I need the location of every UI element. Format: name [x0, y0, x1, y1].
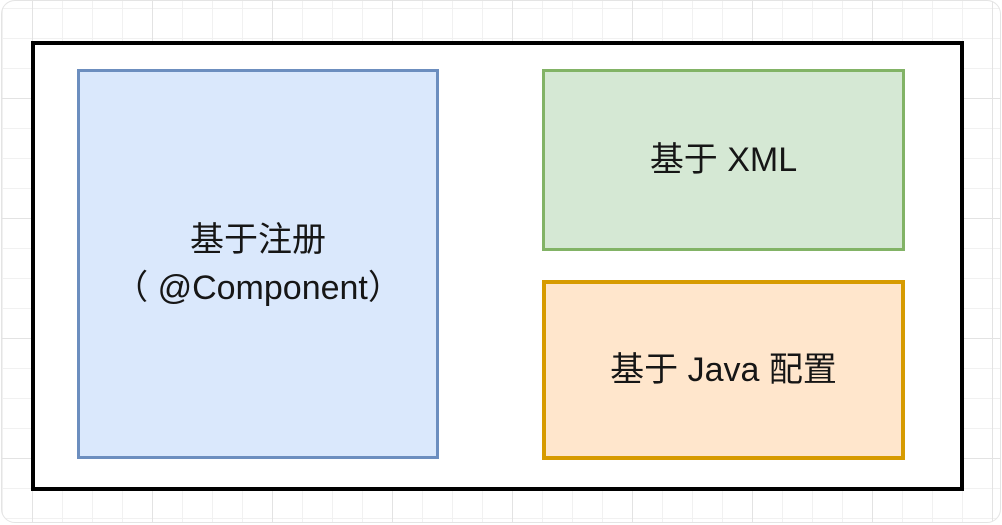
- shape-based-on-xml-label: 基于 XML: [649, 141, 798, 179]
- label-line-1: 基于注册: [190, 221, 326, 259]
- shape-based-on-xml[interactable]: 基于 XML: [542, 69, 905, 251]
- label-line-2: （ @Component）: [114, 269, 402, 307]
- shape-based-on-java-config[interactable]: 基于 Java 配置: [542, 280, 905, 460]
- shape-based-on-annotation[interactable]: 基于注册 （ @Component）: [77, 69, 439, 459]
- shape-based-on-java-config-label: 基于 Java 配置: [610, 351, 837, 389]
- shape-based-on-annotation-label: 基于注册 （ @Component）: [114, 216, 402, 312]
